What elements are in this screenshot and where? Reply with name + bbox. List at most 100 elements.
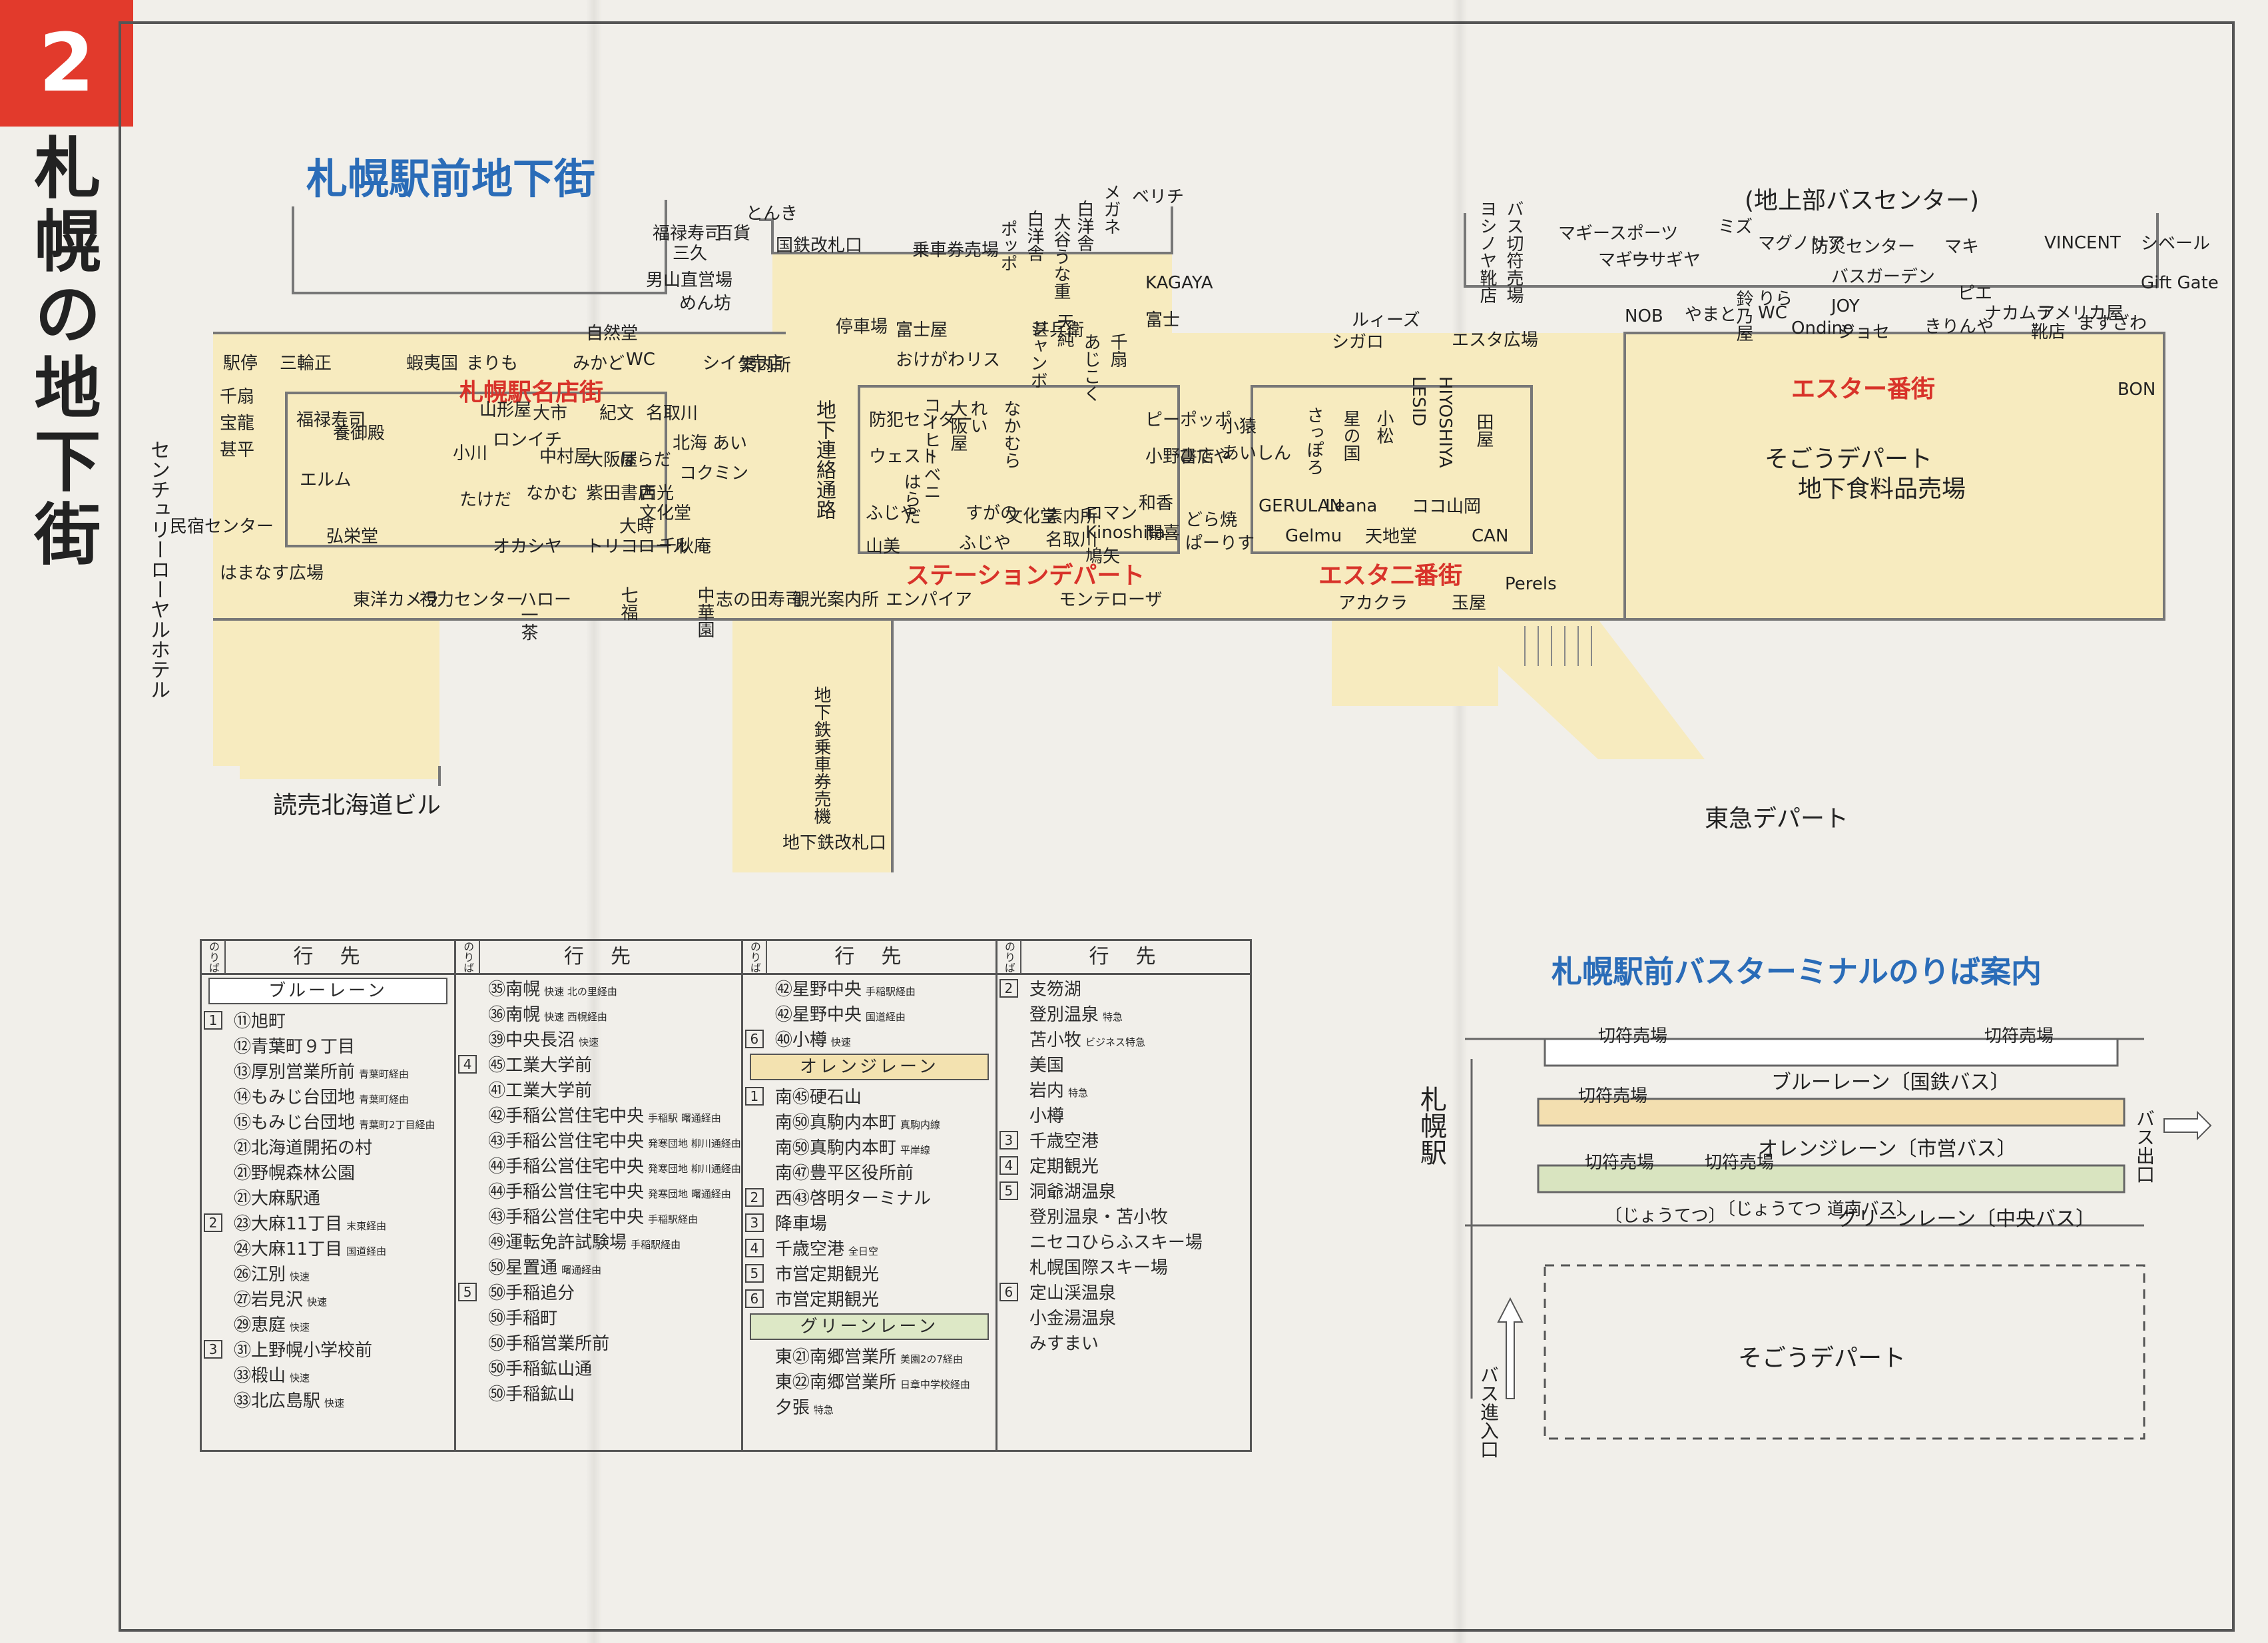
kippu-label: 切符売場	[1578, 1086, 1648, 1106]
route-note: 発寒団地 柳川通経由	[648, 1137, 741, 1150]
destination: 千歳空港	[1029, 1131, 1099, 1151]
destination: 西㊸啓明ターミナル	[774, 1188, 931, 1209]
noriba-box: 6	[744, 1289, 764, 1308]
route-note: 特急	[813, 1403, 834, 1416]
bus-exit-label: バス出口	[2133, 1109, 2155, 1183]
annai-label: 案内所	[739, 356, 792, 376]
kippu-label: 切符売場	[1585, 1153, 1655, 1173]
area-esta1: エスター番街	[1791, 376, 1936, 403]
noriba-box: 4	[744, 1239, 764, 1257]
shop-label: アカクラ	[1338, 593, 1408, 613]
jnr-gate-label: 国鉄改札口	[776, 236, 863, 256]
table-row: ㊸手稲公営住宅中央発寒団地 柳川通経由	[456, 1127, 741, 1152]
noriba-number: 4	[456, 1054, 479, 1074]
table-row: 美国	[997, 1051, 1250, 1076]
shop-label: GERULAN	[1259, 496, 1342, 516]
shop-label: 田屋	[1474, 413, 1494, 448]
destination: 千歳空港全日空	[774, 1239, 878, 1259]
destination: ⑮もみじ台団地青葉町2丁目経由	[234, 1112, 435, 1133]
header-destination: 行先	[1089, 945, 1183, 968]
destination: ㊹手稲公営住宅中央発寒団地 柳川通経由	[488, 1156, 741, 1177]
shop-label: ジャンボ	[1027, 320, 1047, 389]
bus-kippu-label: バス切符売場	[1504, 200, 1524, 304]
destination: 美国	[1029, 1055, 1064, 1076]
shop-label: 和香	[1139, 493, 1174, 513]
shop-label: ハロー	[519, 590, 572, 610]
destination: ⑪旭町	[234, 1011, 286, 1032]
route-note: 青葉町2丁目経由	[359, 1118, 435, 1131]
stairs	[1524, 626, 1592, 666]
page-frame	[119, 21, 2235, 1632]
destination: ㉛上野幌小学校前	[234, 1340, 373, 1361]
destination: 登別温泉・苫小牧	[1029, 1207, 1168, 1227]
route-note: 手稲駅経由	[865, 985, 916, 998]
shop-label: Gelmu	[1285, 526, 1342, 546]
destination: ㊷星野中央手稲駅経由	[774, 979, 916, 1000]
route-note: 美園2の7経由	[900, 1353, 963, 1365]
shop-label: 志の田寿司	[716, 590, 803, 610]
table-row: ㉔大麻11丁目国道経由	[202, 1235, 454, 1260]
table-row: ㉟南幌快速 北の里経由	[456, 975, 741, 1000]
kippu-label: 切符売場	[1598, 1026, 1668, 1046]
shop-label: 千扇	[1107, 333, 1127, 368]
destination: ㊱南幌快速 西幌経由	[488, 1004, 607, 1025]
table-row: ㉑野幌森林公園	[202, 1159, 454, 1184]
shop-label: きりんや	[1924, 317, 1994, 337]
destination: ㉝椴山快速	[234, 1365, 310, 1386]
noriba-box: 2	[204, 1213, 222, 1232]
table-row: 4 千歳空港全日空	[743, 1235, 995, 1260]
noriba-box: 6	[999, 1283, 1018, 1301]
noriba-number: 3	[202, 1339, 224, 1359]
table-row: 南㊿真駒内本町真駒内線	[743, 1108, 995, 1134]
subway-gate-label: 地下鉄改札口	[782, 833, 887, 853]
table-row: ㊷星野中央手稲駅経由	[743, 975, 995, 1000]
shop-label: ヨシノヤ靴店	[1477, 200, 1497, 304]
shop-label: 三輪正	[280, 354, 332, 374]
lane-green-label: グリーンレーン〔中央バス〕	[1838, 1207, 2096, 1231]
shop-label: Gift Gate	[2141, 273, 2219, 293]
route-note: 末東経由	[346, 1219, 387, 1232]
shop-label: みかど	[573, 354, 625, 374]
shop-label: ピーポッポ	[1145, 410, 1233, 430]
kankou-label: 観光案内所	[792, 590, 880, 610]
table-row: ㉗岩見沢快速	[202, 1285, 454, 1311]
shop-label: りら	[1758, 289, 1793, 309]
fold-line	[586, 0, 602, 1643]
destination: ⑭もみじ台団地青葉町経由	[234, 1087, 410, 1108]
shop-label: ポッポ	[997, 220, 1017, 272]
route-note: 快速	[579, 1036, 599, 1048]
header-noriba: のりば	[456, 941, 481, 973]
area-esta2: エスタ二番街	[1318, 562, 1463, 589]
shop-label: 文化堂	[1005, 507, 1058, 527]
bus-center-label: (地上部バスセンター)	[1745, 187, 1980, 214]
destination: 東㉑南郷営業所美園2の7経由	[774, 1347, 963, 1367]
shop-label: 小猿	[1222, 417, 1257, 437]
destination: ㉔大麻11丁目国道経由	[234, 1239, 387, 1259]
destination: ㊷手稲公営住宅中央手稲駅 曙通経由	[488, 1106, 721, 1126]
noriba-number: 6	[743, 1028, 766, 1048]
table-row: 東㉒南郷営業所日章中学校経由	[743, 1368, 995, 1393]
shop-label: 中華園	[695, 586, 714, 638]
destination: 小金湯温泉	[1029, 1308, 1116, 1329]
destination: ⑫青葉町９丁目	[234, 1036, 356, 1057]
corridor-fill	[213, 253, 2164, 872]
route-note: 快速	[307, 1295, 328, 1308]
shop-label: トリコロール	[586, 537, 691, 557]
shop-label: 星の国	[1340, 410, 1360, 462]
shop-label: なかむら	[1001, 400, 1021, 469]
shop-label: 大谷うな重	[1051, 213, 1071, 300]
noriba-number: 4	[997, 1155, 1020, 1175]
shop-label: あい	[712, 434, 748, 454]
noriba-number: 5	[456, 1281, 479, 1301]
shop-label: ピエ	[1958, 284, 1993, 304]
shop-label: 大阪屋	[948, 400, 968, 452]
destination: 市営定期観光	[774, 1289, 879, 1310]
